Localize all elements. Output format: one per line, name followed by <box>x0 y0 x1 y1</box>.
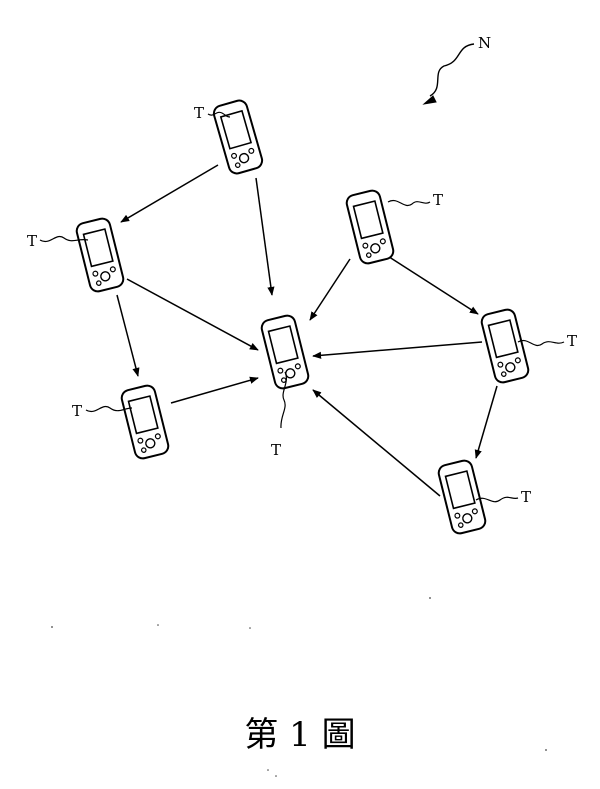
figure-caption: 第 1 圖 <box>244 715 355 755</box>
terminal-label: T <box>271 441 281 459</box>
terminal-t2: T <box>27 215 126 295</box>
terminal-t5: T <box>344 187 443 267</box>
terminal-label: T <box>567 332 577 350</box>
svg-text:N: N <box>478 34 491 52</box>
mobile-phone-icon <box>211 97 265 177</box>
arrow-t2-t3 <box>116 294 140 377</box>
terminal-t3: T <box>72 382 171 462</box>
terminal-t7: T <box>436 457 531 537</box>
arrow-t3-t4 <box>170 376 259 404</box>
scan-specks <box>51 597 547 777</box>
arrow-t2-t4 <box>126 278 259 351</box>
mobile-phone-icon <box>74 215 126 295</box>
arrow-t5-t4 <box>309 258 351 321</box>
terminal-t6: T <box>479 306 577 386</box>
arrow-t7-t4 <box>312 389 441 497</box>
arrow-group <box>116 164 498 497</box>
terminal-label: T <box>521 488 531 506</box>
mobile-phone-icon <box>436 457 488 537</box>
arrow-t6-t7 <box>474 385 498 459</box>
terminal-t1: T <box>194 97 265 177</box>
terminal-label: T <box>27 232 37 250</box>
terminal-label: T <box>72 402 82 420</box>
arrow-t6-t4 <box>312 341 483 359</box>
mobile-phone-icon <box>259 312 311 392</box>
terminal-label: T <box>433 191 443 209</box>
terminal-label: T <box>194 104 204 122</box>
network-label-n: N <box>422 34 491 105</box>
arrow-t1-t4 <box>255 177 275 296</box>
mobile-phone-icon <box>344 187 396 267</box>
arrow-t1-t2 <box>120 164 219 223</box>
arrow-t5-t6 <box>382 252 479 315</box>
terminal-t4: T <box>259 312 311 459</box>
mobile-phone-icon <box>479 306 531 386</box>
mobile-phone-icon <box>119 382 171 462</box>
